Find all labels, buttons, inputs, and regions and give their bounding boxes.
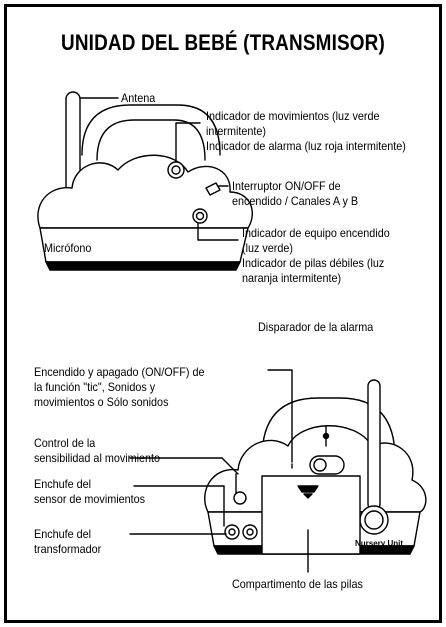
bottom-device <box>204 379 427 555</box>
sensitivity-knob <box>233 491 247 505</box>
battery-latch <box>297 485 319 493</box>
label-power-channel-switch: Interruptor ON/OFF de encendido / Canale… <box>232 179 359 208</box>
nursery-unit-label: Nursery Unit <box>355 539 404 548</box>
diagram-title: UNIDAD DEL BEBÉ (TRANSMISOR) <box>60 30 386 55</box>
power-led-inner <box>195 211 205 221</box>
handle-inner <box>96 119 206 161</box>
power-switch-nub <box>205 182 221 196</box>
bottom-antenna <box>367 379 381 511</box>
label-antenna: Antena <box>121 91 156 105</box>
label-transformer-jack: Enchufe del transformador <box>34 527 102 556</box>
bottom-leader-lines <box>129 369 327 573</box>
top-foot <box>45 261 241 271</box>
label-motion-alarm-indicators: Indicador de movimientos (luz verde inte… <box>206 109 406 153</box>
label-motion-sensor-jack: Enchufe del sensor de movimientos <box>34 477 146 506</box>
label-sensitivity-control: Control de la sensibilidad al movimiento <box>34 436 161 465</box>
motion-alarm-led-inner <box>171 165 181 175</box>
battery-door <box>261 475 361 555</box>
top-leader-lines <box>79 97 239 241</box>
handle-outer <box>81 104 221 156</box>
label-tic-function-switch: Encendido y apagado (ON/OFF) de la funci… <box>34 365 205 409</box>
label-microphone: Micrófono <box>44 241 92 255</box>
label-battery-compartment: Compartimento de las pilas <box>232 577 363 591</box>
label-alarm-trigger: Disparador de la alarma <box>258 320 374 334</box>
label-power-battery-indicators: Indicador de equipo encendido (luz verde… <box>242 226 390 285</box>
